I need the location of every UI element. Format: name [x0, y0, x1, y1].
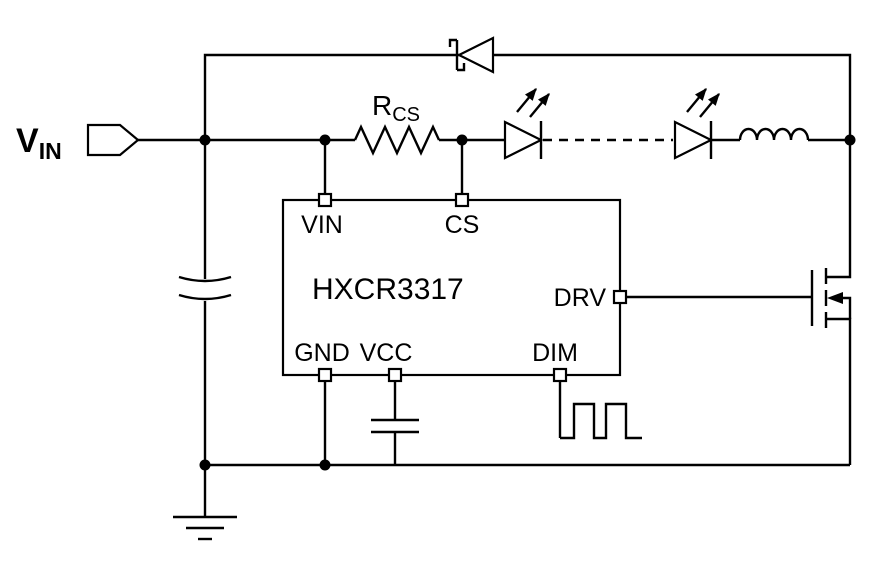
pin-drv [612, 289, 628, 305]
pin-cs [454, 192, 470, 208]
pin-label-vin: VIN [301, 211, 343, 239]
input-label: VIN [16, 122, 62, 164]
pin-vin [317, 192, 333, 208]
pin-gnd [317, 367, 333, 383]
pin-label-drv: DRV [554, 284, 607, 312]
diode-triangle [456, 36, 495, 74]
junction-dot [456, 134, 468, 146]
input-port-symbol [86, 123, 140, 157]
vcc-capacitor [371, 418, 419, 434]
input-terminal: VIN [16, 122, 140, 164]
emission-arrow [516, 88, 537, 113]
wire-mosfet-body-tie [842, 296, 852, 319]
wire-mosfet-drain [826, 140, 852, 279]
pin-label-cs: CS [445, 211, 480, 239]
emission-arrow [529, 93, 550, 118]
freewheel-diode [448, 36, 495, 74]
ic-body [281, 198, 622, 377]
pin-label-vcc: VCC [360, 339, 413, 367]
diode-cathode-hook-bottom [457, 63, 466, 72]
pin-label-gnd: GND [294, 339, 350, 367]
inductor [738, 127, 810, 141]
input-label-subscript: IN [39, 138, 62, 164]
mosfet-body-arrow [827, 292, 843, 304]
led-string [503, 88, 720, 160]
mosfet [810, 268, 843, 328]
input-capacitor [178, 275, 232, 301]
ground-symbol [173, 515, 237, 541]
input-label-main: V [16, 122, 39, 160]
wire-top-loop [203, 53, 852, 140]
junction-dot [319, 134, 331, 146]
emission-arrow [686, 88, 707, 113]
junction-dots [199, 134, 856, 471]
led-triangle [503, 120, 544, 160]
wires [138, 53, 852, 517]
capacitor-plate-bottom [178, 293, 232, 301]
resistor-label-main: R [372, 90, 392, 121]
resistor-label-subscript: CS [392, 104, 420, 126]
pin-label-dim: DIM [532, 339, 578, 367]
current-sense-resistor: RCS [353, 90, 441, 156]
ic-hxcr3317: HXCR3317 VIN CS DRV GND VCC DIM [281, 192, 628, 383]
junction-dot [319, 459, 331, 471]
junction-dot [199, 459, 211, 471]
led-2 [673, 88, 720, 160]
resistor-label: RCS [372, 90, 420, 126]
led-1 [503, 88, 550, 160]
led-triangle [673, 120, 714, 160]
junction-dot [199, 134, 211, 146]
emission-arrow [699, 93, 720, 118]
capacitor-plate-top [178, 275, 232, 283]
resistor-zigzag [353, 124, 441, 156]
junction-dot [844, 134, 856, 146]
wire-mosfet-source [826, 317, 852, 465]
diode-cathode-hook-top [448, 38, 457, 47]
pin-dim [552, 367, 568, 383]
ic-part-number: HXCR3317 [312, 273, 464, 306]
pin-vcc [387, 367, 403, 383]
pwm-waveform [560, 402, 642, 440]
